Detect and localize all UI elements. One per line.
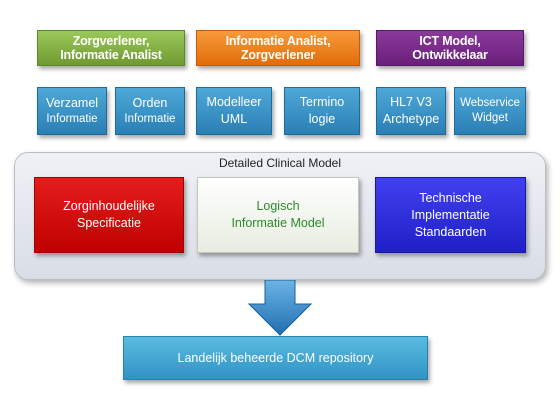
dcm-block-line1: Zorginhoudelijke [63,199,155,213]
dcm-block-line3: Standaarden [414,224,487,239]
dcm-block-technische-implementatie-standaarden: Technische Implementatie Standaarden [375,177,526,253]
dcm-block-line2: Informatie Model [231,216,325,230]
down-arrow-icon [248,280,312,336]
task-box-modelleer-uml: Modelleer UML [196,87,272,135]
task-label-line2: Informatie [124,113,176,125]
task-label-line2: Archetype [382,112,440,126]
task-label-line1: HL7 V3 [390,95,432,109]
task-label-line2: Informatie [46,113,98,125]
task-label-line1: Verzamel [45,96,99,110]
task-label-line2: logie [308,112,336,126]
dcm-block-line1: Logisch [256,199,300,213]
task-box-webservice-widget: Webservice Widget [454,87,526,135]
role-label: ICT Model, Ontwikkelaar [412,34,488,62]
dcm-block-zorginhoudelijke-specificatie: Zorginhoudelijke Specificatie [34,177,184,253]
repository-label: Landelijk beheerde DCM repository [177,351,374,365]
dcm-block-line2: Implementatie [411,207,490,222]
task-label-line2: Widget [472,112,508,124]
role-box-informatie-analist-zorgverlener: Informatie Analist, Zorgverlener [196,30,360,66]
role-label: Zorgverlener, Informatie Analist [60,34,162,62]
task-box-terminologie: Termino logie [284,87,360,135]
dcm-block-line2: Specificatie [77,216,141,230]
role-box-ict-model-ontwikkelaar: ICT Model, Ontwikkelaar [376,30,524,66]
task-label-line2: UML [220,112,248,126]
dcm-block-logisch-informatie-model: Logisch Informatie Model [197,177,359,253]
task-label-line1: Termino [299,95,345,109]
dcm-block-line1: Technische [419,190,482,205]
dcm-repository-box: Landelijk beheerde DCM repository [123,336,428,380]
task-box-orden-informatie: Orden Informatie [115,87,185,135]
role-box-zorgverlener-informatie-analist: Zorgverlener, Informatie Analist [37,30,185,66]
task-box-hl7-v3-archetype: HL7 V3 Archetype [376,87,446,135]
task-label-line1: Webservice [460,97,520,109]
dcm-title: Detailed Clinical Model [218,156,342,170]
role-label: Informatie Analist, Zorgverlener [225,34,331,62]
task-label-line1: Orden [132,96,168,110]
task-label-line1: Modelleer [206,95,262,109]
task-box-verzamel-informatie: Verzamel Informatie [37,87,107,135]
